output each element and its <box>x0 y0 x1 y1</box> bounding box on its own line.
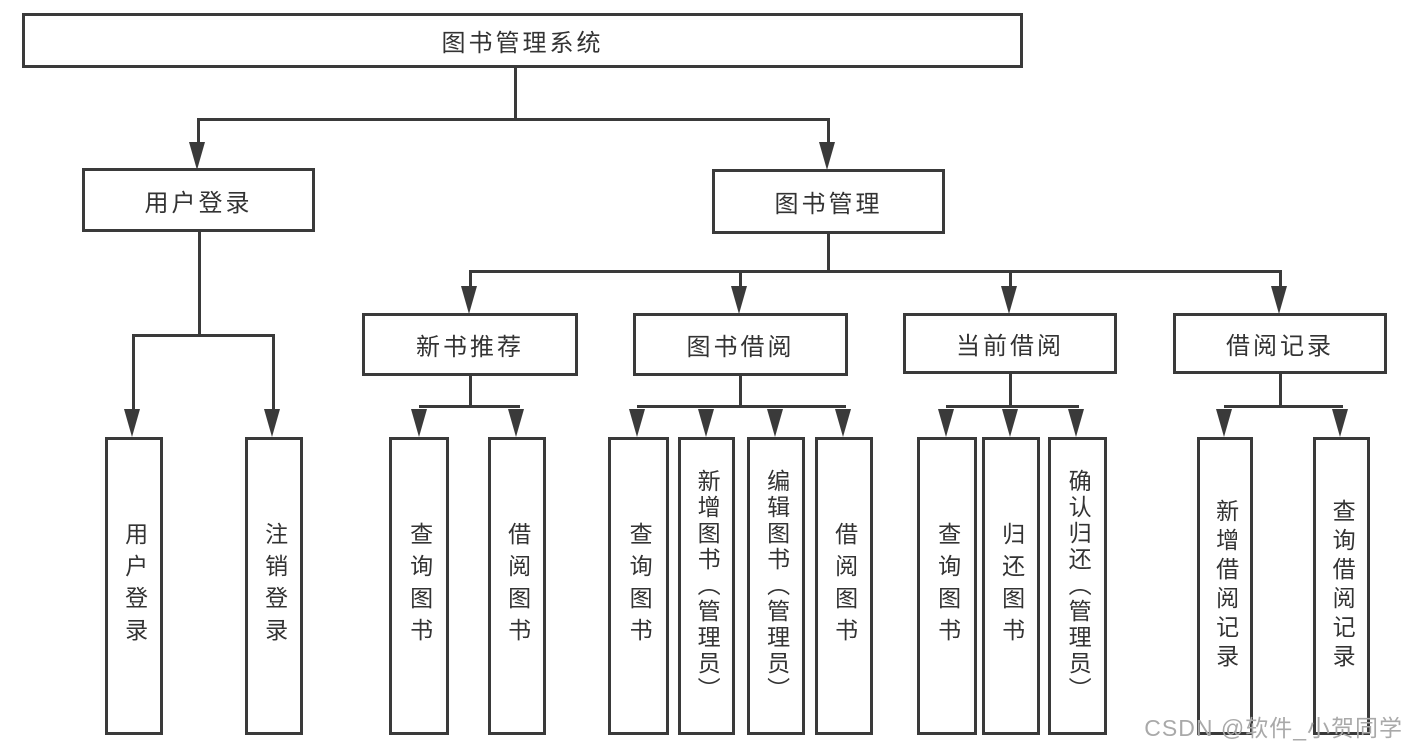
leaf-borrowing-edit-books-admin: 编辑图书（管理员） <box>747 437 805 735</box>
leaf-newbook-query-books: 查询图书 <box>389 437 449 735</box>
arrowhead-icon <box>1068 409 1084 437</box>
node-new-book-recommend: 新书推荐 <box>362 313 578 376</box>
arrowhead-icon <box>461 286 477 314</box>
connector-line <box>739 270 742 288</box>
leaf-label: 编辑图书（管理员） <box>763 469 790 703</box>
connector-line <box>739 376 742 408</box>
connector-line <box>1279 270 1282 288</box>
leaf-current-return-books: 归还图书 <box>982 437 1040 735</box>
leaf-borrowing-borrow-books: 借阅图书 <box>815 437 873 735</box>
leaf-records-query-record: 查询借阅记录 <box>1313 437 1370 735</box>
node-book-borrowing: 图书借阅 <box>633 313 848 376</box>
connector-line <box>272 334 275 412</box>
arrowhead-icon <box>411 409 427 437</box>
connector-line <box>132 334 275 337</box>
watermark: CSDN @软件_小贺同学 <box>1144 715 1403 741</box>
arrowhead-icon <box>1332 409 1348 437</box>
leaf-label: 新增借阅记录 <box>1212 499 1239 673</box>
arrowhead-icon <box>1271 286 1287 314</box>
connector-line <box>469 376 472 408</box>
connector-line <box>946 405 1079 408</box>
arrowhead-icon <box>767 409 783 437</box>
arrowhead-icon <box>835 409 851 437</box>
leaf-label: 归还图书 <box>998 522 1025 650</box>
arrowhead-icon <box>629 409 645 437</box>
leaf-newbook-borrow-books: 借阅图书 <box>488 437 546 735</box>
arrowhead-icon <box>1002 409 1018 437</box>
leaf-label: 查询图书 <box>406 522 433 650</box>
arrowhead-icon <box>264 409 280 437</box>
connector-line <box>469 270 472 288</box>
arrowhead-icon <box>698 409 714 437</box>
connector-line <box>514 68 517 120</box>
leaf-label: 注销登录 <box>261 522 288 650</box>
connector-line <box>1279 374 1282 408</box>
connector-line <box>827 118 830 144</box>
connector-line <box>197 118 830 121</box>
connector-line <box>637 405 846 408</box>
connector-line <box>827 234 830 273</box>
leaf-label: 确认归还（管理员） <box>1065 469 1092 703</box>
leaf-user-login: 用户登录 <box>105 437 163 735</box>
connector-line <box>469 270 1282 273</box>
leaf-label: 借阅图书 <box>504 522 531 650</box>
arrowhead-icon <box>1216 409 1232 437</box>
connector-line <box>198 232 201 337</box>
leaf-label: 用户登录 <box>121 522 148 650</box>
leaf-current-query-books: 查询图书 <box>917 437 977 735</box>
node-current-borrowing: 当前借阅 <box>903 313 1117 374</box>
arrowhead-icon <box>938 409 954 437</box>
connector-line <box>132 334 135 412</box>
connector-line <box>1009 374 1012 408</box>
arrowhead-icon <box>189 142 205 170</box>
node-root: 图书管理系统 <box>22 13 1023 68</box>
arrowhead-icon <box>819 142 835 170</box>
leaf-label: 借阅图书 <box>831 522 858 650</box>
leaf-label: 查询图书 <box>934 522 961 650</box>
node-user-login: 用户登录 <box>82 168 315 232</box>
leaf-borrowing-query-books: 查询图书 <box>608 437 669 735</box>
leaf-label: 新增图书（管理员） <box>694 469 721 703</box>
node-book-management: 图书管理 <box>712 169 945 234</box>
connector-line <box>1224 405 1343 408</box>
arrowhead-icon <box>508 409 524 437</box>
arrowhead-icon <box>124 409 140 437</box>
leaf-current-confirm-return-admin: 确认归还（管理员） <box>1048 437 1107 735</box>
leaf-records-add-record: 新增借阅记录 <box>1197 437 1253 735</box>
connector-line <box>1009 270 1012 288</box>
leaf-logout: 注销登录 <box>245 437 303 735</box>
leaf-label: 查询图书 <box>626 522 653 650</box>
arrowhead-icon <box>1001 286 1017 314</box>
node-borrowing-records: 借阅记录 <box>1173 313 1387 374</box>
arrowhead-icon <box>731 286 747 314</box>
leaf-borrowing-add-books-admin: 新增图书（管理员） <box>678 437 735 735</box>
leaf-label: 查询借阅记录 <box>1329 499 1356 673</box>
connector-line <box>419 405 520 408</box>
connector-line <box>197 118 200 144</box>
